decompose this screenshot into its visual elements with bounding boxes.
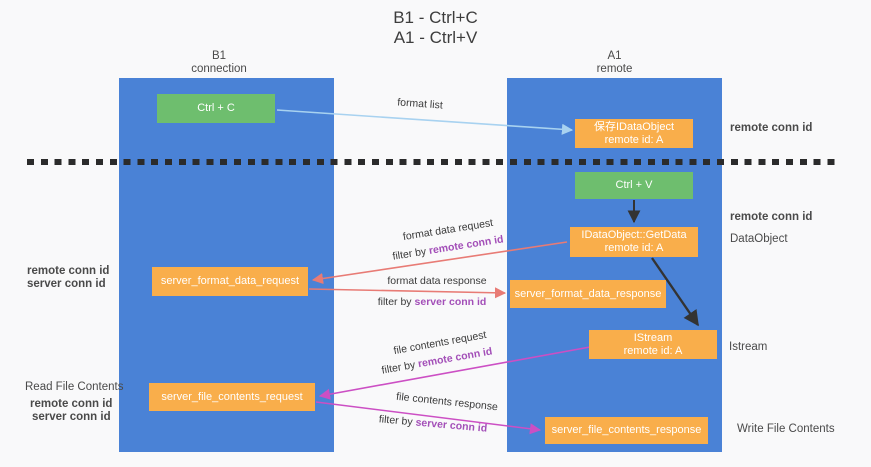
- dataobject-label: DataObject: [730, 233, 788, 245]
- save-idataobject-line2: remote id: A: [604, 133, 664, 146]
- format-data-response-label: format data response: [387, 275, 487, 287]
- ctrl-c-box: Ctrl + C: [157, 94, 275, 123]
- title-line-1: B1 - Ctrl+C: [393, 8, 478, 27]
- left-remote-conn-id-bottom-label: remote conn id: [30, 398, 113, 410]
- write-file-contents-label: Write File Contents: [737, 423, 835, 435]
- lane-header-b1: B1 connection: [119, 50, 319, 76]
- lane-header-a1: A1 remote: [507, 50, 722, 76]
- filter-by-text: filter by: [391, 245, 427, 263]
- server-file-contents-response-box: server_file_contents_response: [545, 417, 708, 444]
- save-idataobject-line1: 保存IDataObject: [593, 120, 675, 133]
- ctrl-v-box: Ctrl + V: [575, 172, 693, 199]
- format-data-response-arrow: [308, 287, 507, 299]
- server-format-data-response-label: server_format_data_response: [514, 287, 662, 300]
- server-file-contents-request-box: server_file_contents_request: [149, 383, 315, 411]
- copy-paste-divider-line: [27, 159, 835, 165]
- filter-by-text: filter by: [378, 413, 414, 429]
- istream-side-label: Istream: [729, 341, 768, 353]
- left-server-conn-id-mid-label: server conn id: [27, 278, 106, 290]
- lane-a1-name: A1: [607, 50, 622, 62]
- save-idataobject-box: 保存IDataObject remote id: A: [575, 119, 693, 148]
- ctrl-v-label: Ctrl + V: [615, 179, 653, 191]
- left-remote-conn-id-mid-label: remote conn id: [27, 265, 110, 277]
- istream-box: IStream remote id: A: [589, 330, 717, 359]
- idataobject-getdata-box: IDataObject::GetData remote id: A: [570, 227, 698, 257]
- getdata-line1: IDataObject::GetData: [581, 229, 687, 241]
- server-file-contents-response-label: server_file_contents_response: [551, 424, 702, 436]
- istream-line2: remote id: A: [623, 344, 683, 357]
- lane-b1-subtitle: connection: [191, 63, 247, 75]
- lane-b1-name: B1: [211, 50, 227, 62]
- filter-by-text: filter by: [380, 358, 417, 377]
- read-file-contents-label: Read File Contents: [25, 381, 124, 393]
- server-format-data-request-box: server_format_data_request: [152, 267, 308, 296]
- server-format-data-response-box: server_format_data_response: [510, 280, 666, 308]
- diagram-title: B1 - Ctrl+C A1 - Ctrl+V: [0, 8, 871, 48]
- server-format-data-request-label: server_format_data_request: [160, 275, 300, 287]
- ctrl-c-label: Ctrl + C: [197, 102, 235, 114]
- filter-by-text: filter by: [377, 296, 412, 308]
- server-file-contents-request-label: server_file_contents_request: [161, 390, 303, 403]
- right-remote-conn-id-top-label: remote conn id: [730, 122, 813, 134]
- getdata-line2: remote id: A: [604, 242, 664, 254]
- left-server-conn-id-bottom-label: server conn id: [32, 411, 111, 423]
- format-list-label: format list: [396, 96, 444, 112]
- server-conn-id-text: server conn id: [415, 416, 488, 435]
- right-remote-conn-id-mid-label: remote conn id: [730, 211, 813, 223]
- lane-a1-subtitle: remote: [596, 63, 633, 75]
- server-conn-id-text: server conn id: [414, 296, 487, 308]
- title-line-2: A1 - Ctrl+V: [393, 28, 478, 47]
- istream-line1: IStream: [633, 331, 673, 344]
